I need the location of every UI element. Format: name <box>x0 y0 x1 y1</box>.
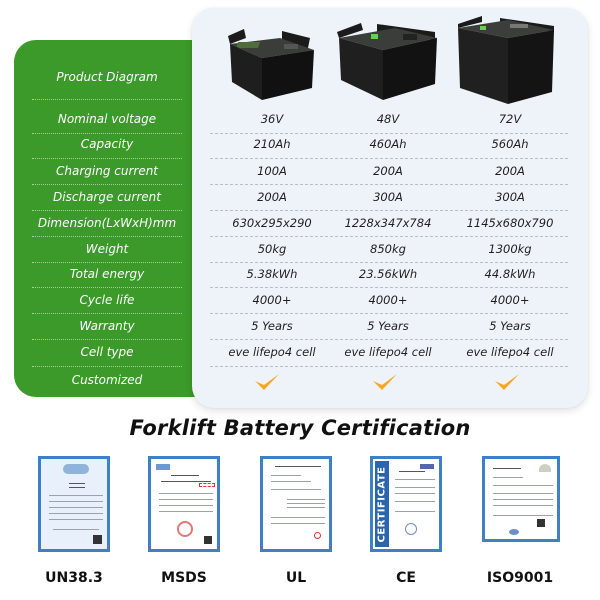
row-divider <box>210 184 568 185</box>
row-label-total-energy: Total energy <box>69 267 145 281</box>
row-label-discharge-current: Discharge current <box>53 190 161 204</box>
cell-72v-cycle-life: 4000+ <box>490 293 530 307</box>
battery-48v-icon <box>335 20 441 104</box>
row-divider <box>32 99 182 100</box>
check-icon <box>494 372 520 392</box>
row-label-nominal-voltage: Nominal voltage <box>57 112 157 126</box>
cell-48v-cell-type: eve lifepo4 cell <box>344 345 432 359</box>
row-divider <box>210 158 568 159</box>
cell-72v-weight: 1300kg <box>488 242 532 256</box>
cell-36v-dimension: 630x295x290 <box>232 216 312 230</box>
cell-72v-total-energy: 44.8kWh <box>484 267 536 281</box>
cell-36v-cycle-life: 4000+ <box>252 293 292 307</box>
cell-72v-warranty: 5 Years <box>489 319 531 333</box>
row-label-cell-type: Cell type <box>80 345 134 359</box>
cert-label-ce: CE <box>396 570 416 586</box>
battery-36v-icon <box>222 26 318 102</box>
row-label-weight: Weight <box>85 242 129 256</box>
cell-36v-cell-type: eve lifepo4 cell <box>228 345 316 359</box>
row-divider <box>32 210 182 211</box>
cell-48v-cycle-life: 4000+ <box>368 293 408 307</box>
cell-48v-total-energy: 23.56kWh <box>358 267 418 281</box>
row-divider <box>210 287 568 288</box>
cert-label-msds: MSDS <box>161 570 207 586</box>
cell-36v-nominal-voltage: 36V <box>260 112 284 126</box>
cell-72v-dimension: 1145x680x790 <box>466 216 554 230</box>
row-divider <box>210 339 568 340</box>
cell-36v-discharge-current: 200A <box>257 190 287 204</box>
cell-36v-weight: 50kg <box>257 242 287 256</box>
cell-72v-nominal-voltage: 72V <box>498 112 522 126</box>
row-divider <box>32 158 182 159</box>
cell-36v-warranty: 5 Years <box>251 319 293 333</box>
cell-72v-discharge-current: 300A <box>495 190 525 204</box>
row-divider <box>32 184 182 185</box>
row-divider <box>32 133 182 134</box>
check-icon <box>372 372 398 392</box>
row-divider <box>32 236 182 237</box>
cell-36v-charging-current: 100A <box>257 164 287 178</box>
un38-3-certificate-icon <box>38 456 110 552</box>
ce-banner-text: CERTIFICATE <box>376 466 388 543</box>
cert-label-iso9001: ISO9001 <box>486 570 554 586</box>
row-divider <box>32 262 182 263</box>
row-divider <box>210 262 568 263</box>
cell-36v-capacity: 210Ah <box>253 137 291 151</box>
row-label-dimension: Dimension(LxWxH)mm <box>37 216 177 230</box>
row-label-cycle-life: Cycle life <box>79 293 135 307</box>
row-divider <box>32 287 182 288</box>
row-label-warranty: Warranty <box>79 319 135 333</box>
msds-certificate-icon <box>148 456 220 552</box>
row-divider <box>210 313 568 314</box>
cell-72v-charging-current: 200A <box>495 164 525 178</box>
cell-48v-nominal-voltage: 48V <box>376 112 400 126</box>
check-icon <box>254 372 280 392</box>
row-divider <box>32 339 182 340</box>
certification-title: Forklift Battery Certification <box>129 416 471 440</box>
cell-48v-discharge-current: 300A <box>373 190 403 204</box>
cell-72v-cell-type: eve lifepo4 cell <box>466 345 554 359</box>
cell-48v-warranty: 5 Years <box>367 319 409 333</box>
cell-36v-total-energy: 5.38kWh <box>246 267 298 281</box>
cell-48v-charging-current: 200A <box>373 164 403 178</box>
row-divider <box>210 133 568 134</box>
row-divider <box>32 366 182 367</box>
row-label-capacity: Capacity <box>80 137 134 151</box>
ul-certificate-icon <box>260 456 332 552</box>
cell-72v-capacity: 560Ah <box>491 137 529 151</box>
cell-48v-weight: 850kg <box>370 242 406 256</box>
row-divider <box>210 366 568 367</box>
cert-label-ul: UL <box>285 570 307 586</box>
cell-48v-dimension: 1228x347x784 <box>344 216 432 230</box>
row-label-product-diagram: Product Diagram <box>56 70 158 84</box>
row-label-customized: Customized <box>71 373 143 387</box>
ce-certificate-icon: CERTIFICATE <box>370 456 442 552</box>
row-divider <box>32 313 182 314</box>
row-divider <box>210 210 568 211</box>
row-divider <box>210 236 568 237</box>
cert-label-un38-3: UN38.3 <box>45 570 103 586</box>
row-label-charging-current: Charging current <box>55 164 159 178</box>
iso9001-certificate-icon <box>482 456 560 542</box>
battery-72v-icon <box>458 14 558 106</box>
cell-48v-capacity: 460Ah <box>369 137 407 151</box>
